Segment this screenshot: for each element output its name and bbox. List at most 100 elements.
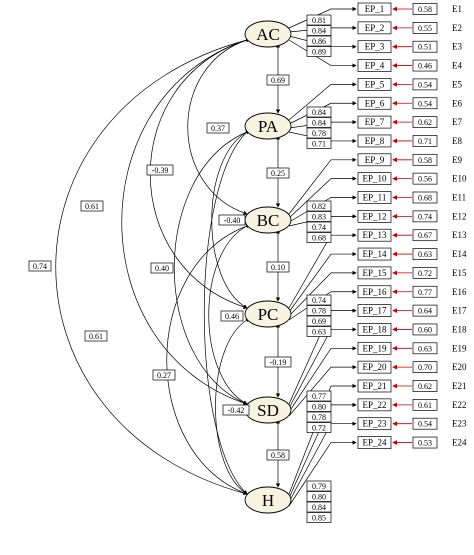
- loading-arrow: [288, 289, 357, 321]
- loading-label-text: 0.85: [312, 514, 326, 523]
- loading-label-box: [306, 401, 332, 412]
- error-term-label: E16: [452, 287, 467, 297]
- loading-label: 0.89: [306, 46, 332, 57]
- loading-label-text: 0.86: [312, 37, 326, 46]
- indicator-box-box: [357, 266, 392, 280]
- loading-label-box: [306, 512, 332, 523]
- latent-ellipse: [244, 486, 292, 514]
- correlation-label-box: [266, 74, 290, 86]
- loading-label: 0.68: [306, 232, 332, 243]
- residual-box: 0.54: [412, 78, 438, 91]
- coefficient-labels-layer: 0.810.840.860.890.840.840.780.710.820.83…: [28, 14, 332, 523]
- residual-box-box: [412, 135, 438, 147]
- error-term-label: E18: [452, 324, 467, 334]
- indicator-box: EP_4: [357, 59, 392, 72]
- indicator-box: EP_10: [357, 172, 392, 185]
- loading-label-box: [306, 294, 332, 306]
- correlation-label-text: 0.69: [271, 76, 285, 85]
- indicator-box-text: EP_6: [365, 98, 385, 108]
- loading-label-box: [306, 25, 332, 36]
- loading-label: 0.79: [306, 480, 332, 492]
- latent-ellipse: [244, 300, 292, 328]
- error-term-label: E20: [452, 362, 467, 372]
- loading-arrow: [288, 176, 357, 219]
- correlation-label-text: -0.39: [152, 166, 169, 175]
- indicator-box-text: EP_22: [362, 400, 386, 410]
- loading-label-box: [306, 491, 332, 502]
- residual-box-text: 0.53: [418, 439, 432, 448]
- indicator-box-text: EP_1: [365, 4, 385, 14]
- latent-label: PC: [258, 305, 279, 324]
- correlation-label-box: [84, 330, 108, 342]
- correlation-label-text: -0.40: [224, 216, 241, 225]
- residual-box: 0.53: [412, 436, 438, 449]
- error-term-label: E7: [452, 117, 462, 127]
- loading-label: 0.84: [306, 501, 332, 513]
- indicator-box: EP_11: [357, 191, 392, 204]
- indicator-box-text: EP_21: [362, 381, 386, 391]
- indicator-box: EP_6: [357, 96, 392, 110]
- loading-label-text: 0.74: [312, 223, 326, 232]
- loading-label-text: 0.81: [312, 16, 326, 25]
- loading-label: 0.84: [306, 25, 332, 36]
- residual-box-box: [412, 248, 438, 260]
- loading-arrow: [288, 39, 357, 68]
- loading-label-text: 0.72: [312, 424, 326, 433]
- loading-label: 0.77: [306, 390, 332, 402]
- indicator-box-text: EP_7: [365, 117, 385, 127]
- residual-box-text: 0.62: [418, 118, 432, 127]
- indicator-box: EP_18: [357, 323, 392, 336]
- residual-box: 0.70: [412, 361, 438, 373]
- latent-ac: AC: [244, 20, 292, 48]
- loading-label: 0.74: [306, 294, 332, 306]
- latent-bc: BC: [244, 206, 292, 234]
- residual-box-box: [412, 153, 438, 166]
- indicator-box-box: [357, 172, 392, 185]
- error-term-label: E13: [452, 230, 467, 240]
- indicator-box-text: EP_20: [362, 362, 387, 372]
- residual-box-text: 0.64: [418, 307, 432, 316]
- loading-arrow: [288, 195, 357, 223]
- indicator-box-text: EP_4: [365, 61, 385, 71]
- latent-label: PA: [258, 117, 279, 136]
- latent-pa: PA: [244, 112, 292, 140]
- indicator-box-text: EP_10: [362, 174, 387, 184]
- indicator-box-text: EP_12: [362, 211, 386, 221]
- residual-box-text: 0.67: [418, 231, 432, 240]
- indicator-box: EP_5: [357, 78, 392, 91]
- latent-label: H: [262, 491, 274, 510]
- indicator-box: EP_9: [357, 153, 392, 167]
- loading-label: 0.86: [306, 35, 332, 47]
- indicator-box-text: EP_19: [362, 343, 387, 353]
- correlation-label-box: [152, 369, 176, 381]
- indicator-box-text: EP_2: [365, 23, 385, 33]
- residual-box: 0.63: [412, 342, 438, 355]
- correlation-label: -0.39: [146, 164, 174, 176]
- error-term-label: E1: [452, 4, 462, 14]
- loading-label: 0.72: [306, 422, 332, 433]
- correlation-label: 0.40: [150, 262, 174, 274]
- indicator-box-box: [357, 210, 392, 223]
- correlation-curve: [215, 318, 250, 495]
- correlation-curve: [208, 224, 251, 405]
- residual-box-text: 0.72: [418, 269, 432, 278]
- indicator-box-box: [357, 191, 392, 204]
- loading-arrow: [288, 270, 357, 317]
- loading-label: 0.63: [306, 326, 332, 337]
- error-term-label: E4: [452, 61, 462, 71]
- loading-label-box: [306, 411, 332, 423]
- residual-box-text: 0.54: [418, 80, 432, 89]
- residual-box-box: [412, 22, 438, 34]
- loading-arrow: [288, 251, 357, 313]
- residual-box-text: 0.71: [418, 137, 432, 146]
- residual-box: 0.56: [412, 172, 438, 185]
- loading-label-text: 0.69: [312, 317, 326, 326]
- residual-box: 0.62: [412, 380, 438, 392]
- correlation-label-text: 0.61: [89, 332, 103, 341]
- correlation-label-text: 0.10: [271, 263, 285, 272]
- correlation-label-text: 0.58: [271, 451, 285, 460]
- residual-box: 0.77: [412, 285, 438, 298]
- loading-label-text: 0.77: [312, 392, 326, 401]
- loading-label: 0.80: [306, 401, 332, 412]
